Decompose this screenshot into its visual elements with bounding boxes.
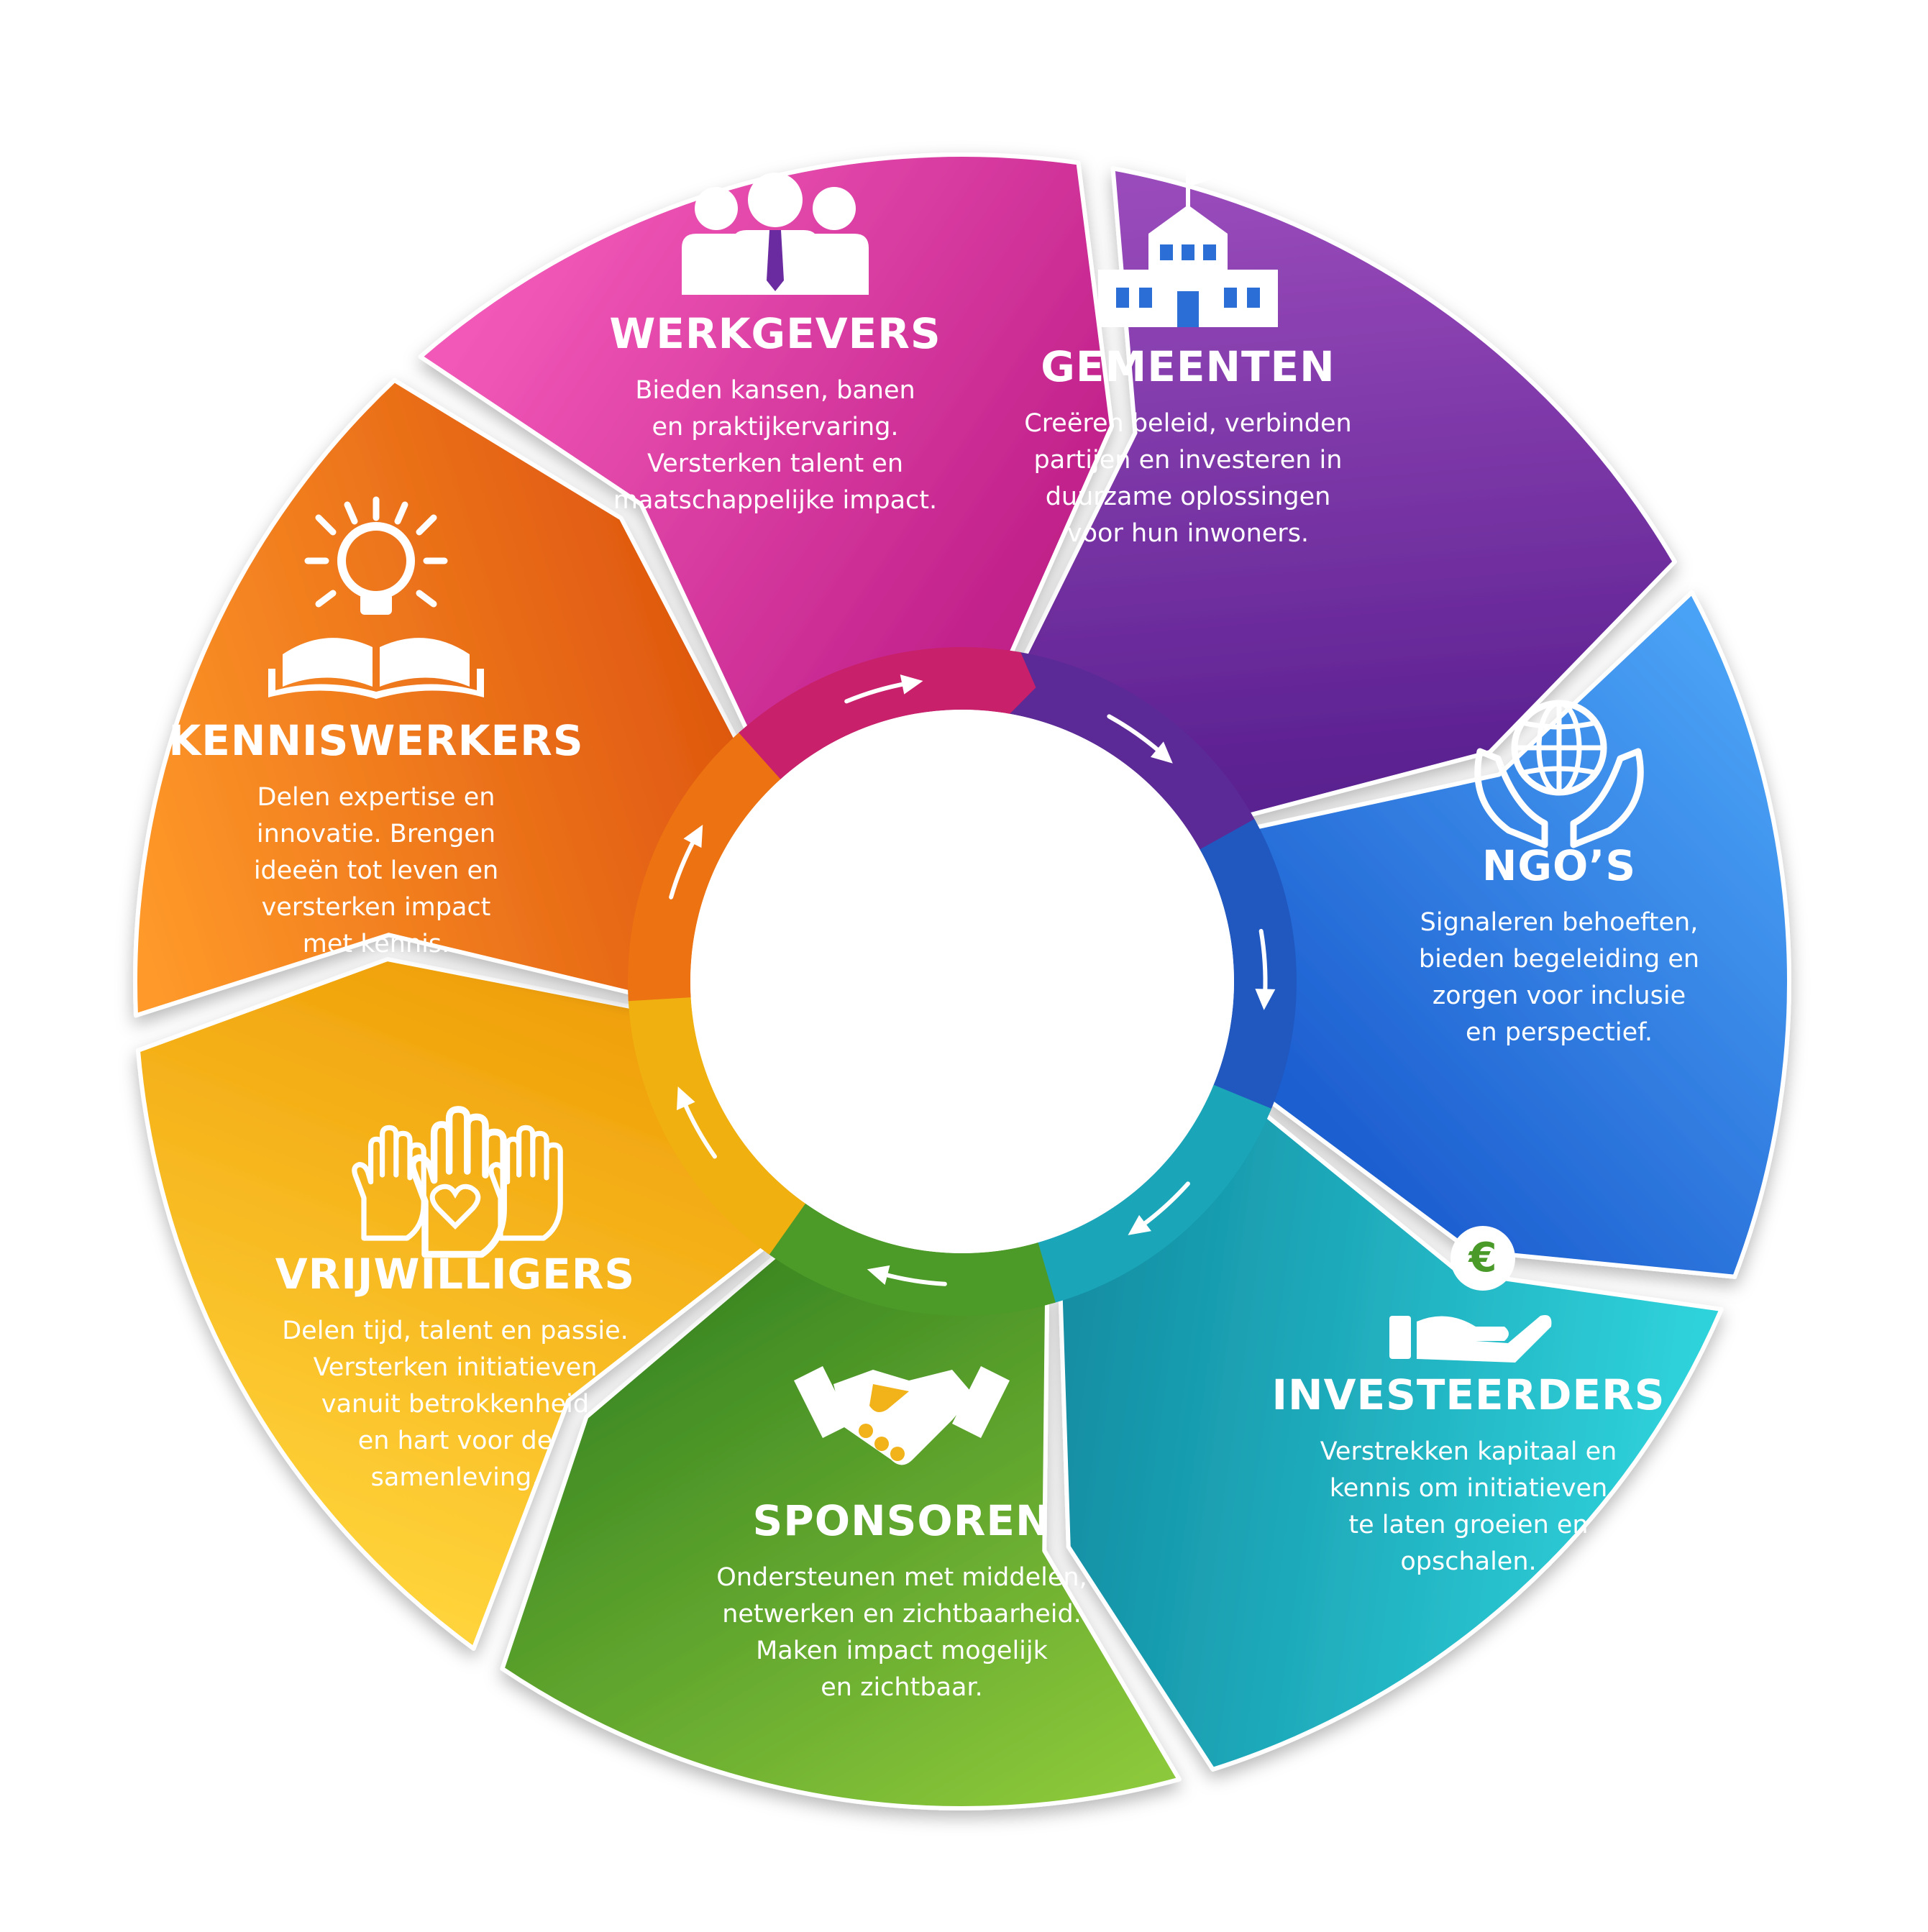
globe-hands-icon: [1474, 700, 1644, 848]
segment-description-line: Maken impact mogelijk: [756, 1636, 1048, 1665]
segment-description-line: en perspectief.: [1466, 1018, 1653, 1047]
segment-description-line: duurzame oplossingen: [1046, 482, 1331, 511]
segment-description-line: innovatie. Brengen: [257, 820, 495, 848]
ring-piece-sponsoren: [628, 975, 806, 1255]
ring-arrow-icon: [1128, 1181, 1190, 1235]
segment-description-line: en hart voor de: [358, 1427, 553, 1455]
segment-description-line: samenleving.: [371, 1463, 540, 1492]
segment-description-line: maatschappelijke impact.: [613, 486, 937, 515]
lightbulb-book-icon: [268, 496, 484, 699]
segment-content-sponsoren: SPONSOREN Ondersteunen met middelen, netwe…: [716, 1366, 1087, 1702]
segment-content-vrijwilligers: VRIJWILLIGERS Delen tijd, talent en passi…: [275, 1106, 635, 1492]
segment-description-line: voor hun inwoners.: [1067, 519, 1309, 548]
segment-title: GEMEENTEN: [1041, 342, 1335, 391]
segment-description-line: partijen en investeren in: [1034, 446, 1343, 475]
segment-content-kenniswerkers: KENNISWERKERS Delen expertise en innovatie…: [168, 496, 583, 958]
segment-content-gemeenten: GEMEENTEN Creëren beleid, verbinden partij…: [1024, 169, 1352, 548]
ring-piece-vrijwilligers: [628, 730, 783, 1002]
segment-description-line: Versterken initiatieven: [314, 1353, 598, 1382]
segment-description-line: zorgen voor inclusie: [1433, 981, 1686, 1010]
ring-piece-ngos: [1023, 1084, 1272, 1304]
euro-coin-hand-icon: €: [1389, 1226, 1552, 1363]
segment-title: NGO’S: [1482, 841, 1636, 890]
segment-content-ngos: NGO’S Signaleren behoeften, bieden begelei…: [1419, 700, 1699, 1047]
segment-description-line: en zichtbaar.: [821, 1673, 983, 1702]
segment-description-line: ideeën tot leven en: [254, 856, 498, 885]
ring-arrow-icon: [844, 674, 923, 704]
segment-description-line: vanuit betrokkenheid: [321, 1390, 589, 1419]
segment-description-line: te laten groeien en: [1348, 1511, 1588, 1539]
segment-content-investeerders: € INVESTEERDERS Verstrekken kapitaal en ken…: [1271, 1226, 1665, 1576]
segment-content-werkgevers: WERKGEVERS Bieden kansen, banen en praktij…: [609, 173, 941, 515]
segment-description-line: Ondersteunen met middelen,: [716, 1563, 1087, 1592]
segment-title: SPONSOREN: [752, 1496, 1051, 1545]
svg-text:€: €: [1468, 1235, 1497, 1281]
ring-arrow-icon: [867, 1265, 947, 1286]
ring-arrow-icon: [677, 1086, 717, 1159]
segment-content-layer: WERKGEVERS Bieden kansen, banen en praktij…: [168, 169, 1699, 1702]
segment-title: INVESTEERDERS: [1271, 1370, 1665, 1419]
segment-description-line: bieden begeleiding en: [1419, 945, 1699, 974]
segment-description-line: Versterken talent en: [647, 449, 903, 478]
ring-piece-investeerders: [767, 1201, 1056, 1316]
segment-description-line: kennis om initiatieven: [1330, 1474, 1608, 1503]
ring-piece-gemeenten: [1200, 819, 1297, 1119]
segment-description-line: met kennis.: [303, 930, 449, 958]
segment-description-line: Signaleren behoeften,: [1420, 908, 1699, 937]
ring-arrow-icon: [1107, 714, 1173, 764]
segment-description-line: versterken impact: [262, 893, 491, 922]
ring-arrow-icon: [669, 825, 703, 899]
segment-description-line: Verstrekken kapitaal en: [1320, 1437, 1617, 1466]
segment-title: WERKGEVERS: [609, 309, 941, 358]
ring-arrow-icon: [1255, 928, 1276, 1010]
segment-description-line: netwerken en zichtbaarheid.: [722, 1600, 1082, 1629]
people-tie-icon: [682, 173, 869, 295]
inner-ring-layer: [628, 647, 1297, 1316]
ring-piece-werkgevers: [1007, 651, 1256, 856]
segment-description-line: Bieden kansen, banen: [635, 376, 915, 405]
segments-layer: [133, 152, 1791, 1810]
segment-description-line: Creëren beleid, verbinden: [1024, 409, 1351, 438]
segment-description-line: en praktijkervaring.: [652, 413, 898, 441]
handshake-icon: [794, 1366, 1010, 1465]
segment-description-line: opschalen.: [1400, 1547, 1536, 1576]
segment-description-line: Delen tijd, talent en passie.: [282, 1317, 629, 1345]
segment-title: VRIJWILLIGERS: [275, 1250, 635, 1299]
ring-piece-kenniswerkers: [739, 647, 1036, 779]
segment-description-line: Delen expertise en: [257, 783, 495, 812]
segment-title: KENNISWERKERS: [168, 716, 583, 765]
town-hall-icon: [1098, 169, 1278, 327]
center-hole: [690, 710, 1234, 1253]
raised-hands-heart-icon: [352, 1106, 563, 1258]
